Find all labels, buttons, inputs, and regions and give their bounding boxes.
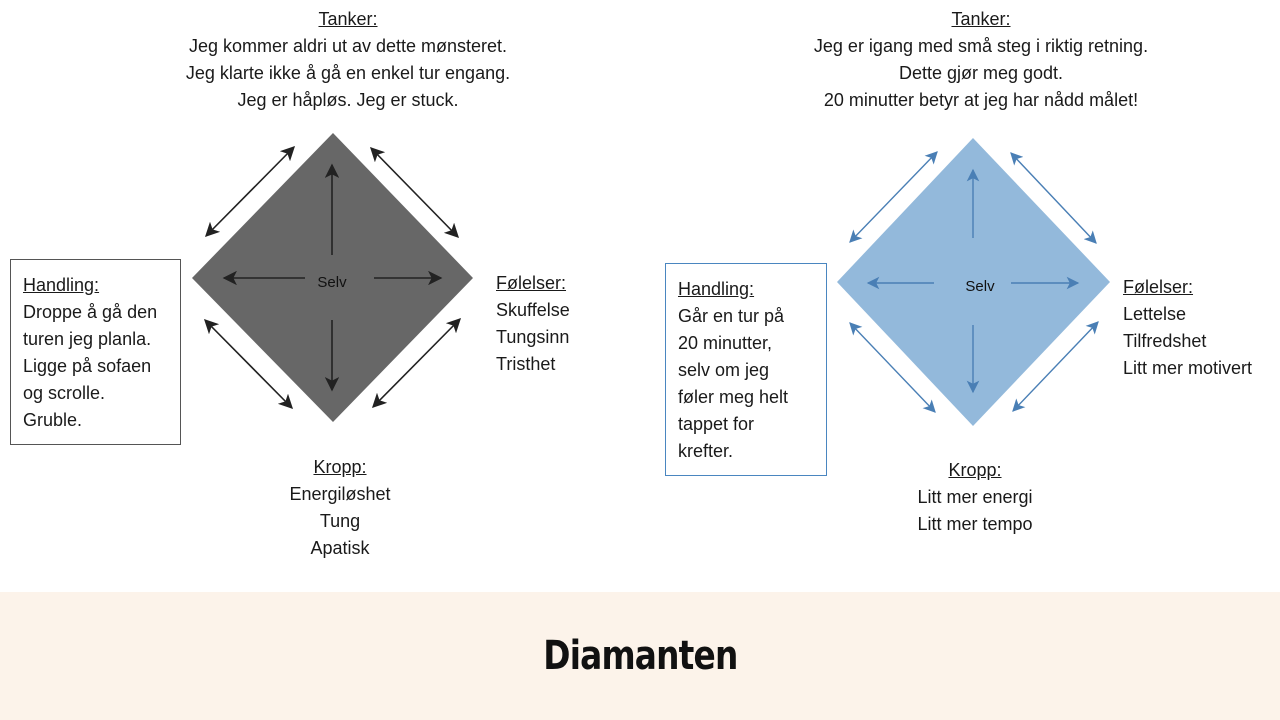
right-action-heading: Handling: (678, 279, 755, 299)
right-thoughts-line: Dette gjør meg godt. (898, 63, 1064, 83)
right-outer-arrow-top-left (849, 151, 938, 243)
left-action-line: Gruble. (23, 410, 83, 430)
left-body-line: Energiløshet (289, 484, 391, 504)
left-body-heading: Kropp: (313, 457, 367, 477)
right-feelings: Følelser: Lettelse Tilfredshet Litt mer … (1123, 274, 1278, 382)
right-thoughts: Tanker: Jeg er igang med små steg i rikt… (756, 6, 1206, 114)
left-thoughts-line: Jeg kommer aldri ut av dette mønsteret. (188, 36, 508, 56)
right-diamond-group: Selv (837, 138, 1110, 426)
left-diamond-group: Selv (192, 133, 473, 422)
left-thoughts-heading: Tanker: (318, 9, 378, 29)
left-feelings: Følelser: Skuffelse Tungsinn Tristhet (496, 270, 636, 378)
right-center-label: Selv (965, 278, 995, 295)
right-action-line: krefter. (678, 441, 734, 461)
left-action-heading: Handling: (23, 275, 100, 295)
left-action-box: Handling: Droppe å gå den turen jeg plan… (10, 259, 181, 445)
diagram-stage: Selv Selv Tanker: Jeg kommer aldri ut av… (10, 6, 1278, 562)
right-body-line: Litt mer energi (917, 487, 1033, 507)
left-outer-arrow-bottom-left (203, 318, 294, 410)
right-feelings-line: Litt mer motivert (1123, 358, 1253, 378)
left-action-line: turen jeg planla. (23, 329, 152, 349)
right-action-box: Handling: Går en tur på 20 minutter, sel… (665, 263, 827, 476)
right-outer-arrow-bottom-right (1012, 321, 1099, 412)
left-outer-arrow-top-right (369, 146, 460, 239)
right-thoughts-heading: Tanker: (951, 9, 1011, 29)
left-thoughts-line: Jeg er håpløs. Jeg er stuck. (237, 90, 459, 110)
footer-banner: Diamanten (0, 592, 1280, 720)
right-outer-arrow-bottom-left (849, 322, 936, 413)
left-feelings-line: Skuffelse (496, 300, 570, 320)
left-feelings-heading: Følelser: (496, 273, 567, 293)
diamond-diagrams: Selv Selv (192, 133, 1110, 426)
left-body-line: Apatisk (310, 538, 370, 558)
right-thoughts-line: 20 minutter betyr at jeg har nådd målet! (823, 90, 1139, 110)
right-body: Kropp: Litt mer energi Litt mer tempo (885, 457, 1065, 538)
left-body: Kropp: Energiløshet Tung Apatisk (260, 454, 420, 562)
right-action-line: Går en tur på (678, 306, 785, 326)
right-action-line: 20 minutter, (678, 333, 773, 353)
left-action-line: og scrolle. (23, 383, 106, 403)
right-body-line: Litt mer tempo (917, 514, 1033, 534)
left-thoughts: Tanker: Jeg kommer aldri ut av dette møn… (148, 6, 548, 114)
right-outer-arrow-top-right (1010, 152, 1097, 244)
right-action-line: tappet for (678, 414, 755, 434)
right-action-line: føler meg helt (678, 387, 789, 407)
left-outer-arrow-bottom-right (371, 317, 462, 409)
left-feelings-line: Tristhet (496, 354, 556, 374)
left-feelings-line: Tungsinn (496, 327, 570, 347)
right-action-line: selv om jeg (678, 360, 770, 380)
left-action-line: Ligge på sofaen (23, 356, 152, 376)
right-thoughts-line: Jeg er igang med små steg i riktig retni… (813, 36, 1149, 56)
page-title: Diamanten (542, 633, 738, 679)
left-outer-arrow-top-left (204, 145, 296, 238)
left-center-label: Selv (317, 274, 347, 291)
left-body-line: Tung (319, 511, 361, 531)
left-thoughts-line: Jeg klarte ikke å gå en enkel tur engang… (185, 63, 511, 83)
right-feelings-heading: Følelser: (1123, 277, 1194, 297)
right-feelings-line: Tilfredshet (1123, 331, 1207, 351)
right-body-heading: Kropp: (948, 460, 1002, 480)
left-action-line: Droppe å gå den (23, 302, 158, 322)
right-feelings-line: Lettelse (1123, 304, 1187, 324)
